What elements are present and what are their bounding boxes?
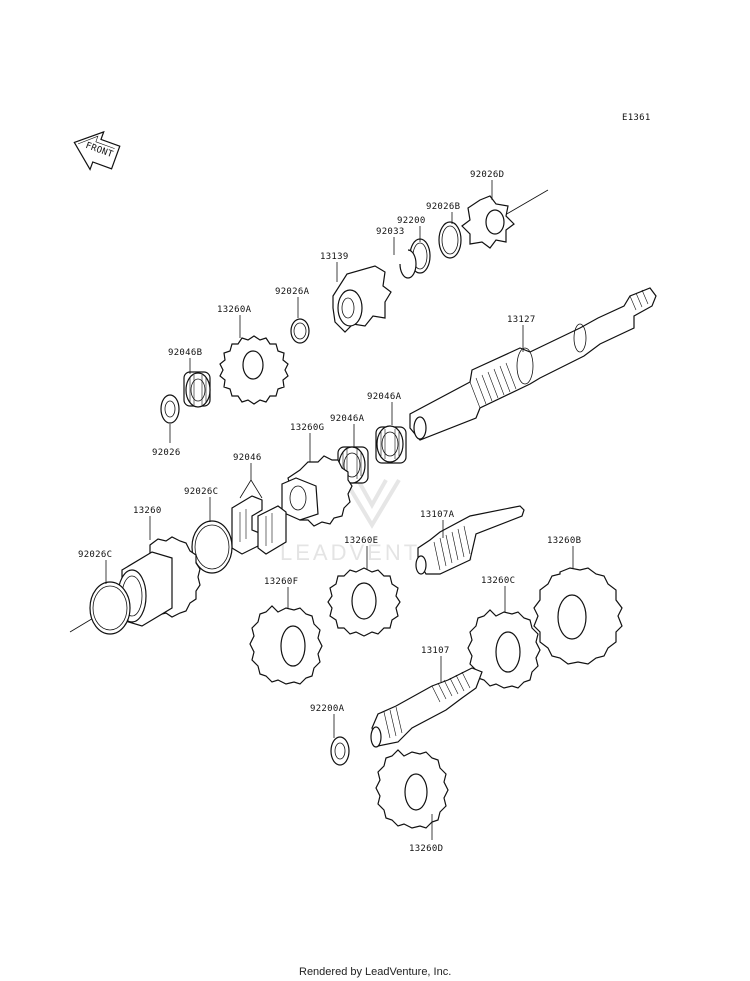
part-92026C-lower-icon: [89, 581, 131, 635]
part-92026D-icon: [461, 195, 515, 249]
label-13260G: 13260G: [290, 423, 324, 433]
part-92033-icon: [399, 249, 417, 279]
part-13107A-icon: [415, 505, 525, 575]
part-92026-icon: [160, 394, 180, 424]
label-92026A: 92026A: [275, 287, 310, 297]
part-92046B-icon: [183, 371, 211, 408]
label-13260: 13260: [133, 506, 162, 516]
part-92026A-icon: [290, 318, 310, 344]
label-13260B: 13260B: [547, 536, 581, 546]
part-13260B-icon: [533, 567, 623, 665]
label-13260D: 13260D: [409, 844, 443, 854]
label-13260E: 13260E: [344, 536, 378, 546]
label-13139: 13139: [320, 252, 349, 262]
label-92046A-upper: 92046A: [367, 392, 402, 402]
part-92200A-icon: [330, 736, 350, 766]
part-13127-icon: [409, 287, 657, 441]
label-92026C-upper: 92026C: [184, 487, 218, 497]
axis-line-top: [504, 189, 549, 216]
part-13260F-icon: [249, 605, 323, 685]
label-92026C-lower: 92026C: [78, 550, 112, 560]
label-13127: 13127: [507, 315, 536, 325]
label-13260A: 13260A: [217, 305, 252, 315]
part-92026C-upper-icon: [191, 520, 233, 574]
part-13260C-icon: [467, 609, 541, 689]
footer-credit: Rendered by LeadVenture, Inc.: [299, 966, 451, 978]
part-13260E-icon: [327, 567, 401, 637]
label-92026D: 92026D: [470, 170, 504, 180]
part-13260D-icon: [375, 749, 449, 829]
label-13260F: 13260F: [264, 577, 298, 587]
front-arrow-icon: [73, 130, 121, 171]
label-92200: 92200: [397, 216, 426, 226]
label-92046A-lower: 92046A: [330, 414, 365, 424]
part-13260G-icon: [281, 455, 353, 527]
label-13107A: 13107A: [420, 510, 455, 520]
part-13139-icon: [332, 265, 392, 333]
part-92026B-icon: [438, 221, 462, 259]
label-92026B: 92026B: [426, 202, 460, 212]
label-92200A: 92200A: [310, 704, 345, 714]
part-92046-icon: [231, 495, 287, 555]
label-13107: 13107: [421, 646, 450, 656]
label-92046B: 92046B: [168, 348, 202, 358]
label-13260C: 13260C: [481, 576, 515, 586]
part-13107-icon: [370, 667, 483, 748]
part-92046A-upper-icon: [375, 425, 407, 464]
diagram-code: E1361: [622, 113, 651, 123]
leader-lines: [105, 180, 574, 840]
part-labels: 92026D 92026B 92200 92033 13139 92026A 1…: [78, 170, 581, 854]
label-92033: 92033: [376, 227, 405, 237]
part-13260A-icon: [219, 335, 289, 405]
label-92026: 92026: [152, 448, 181, 458]
label-92046: 92046: [233, 453, 262, 463]
